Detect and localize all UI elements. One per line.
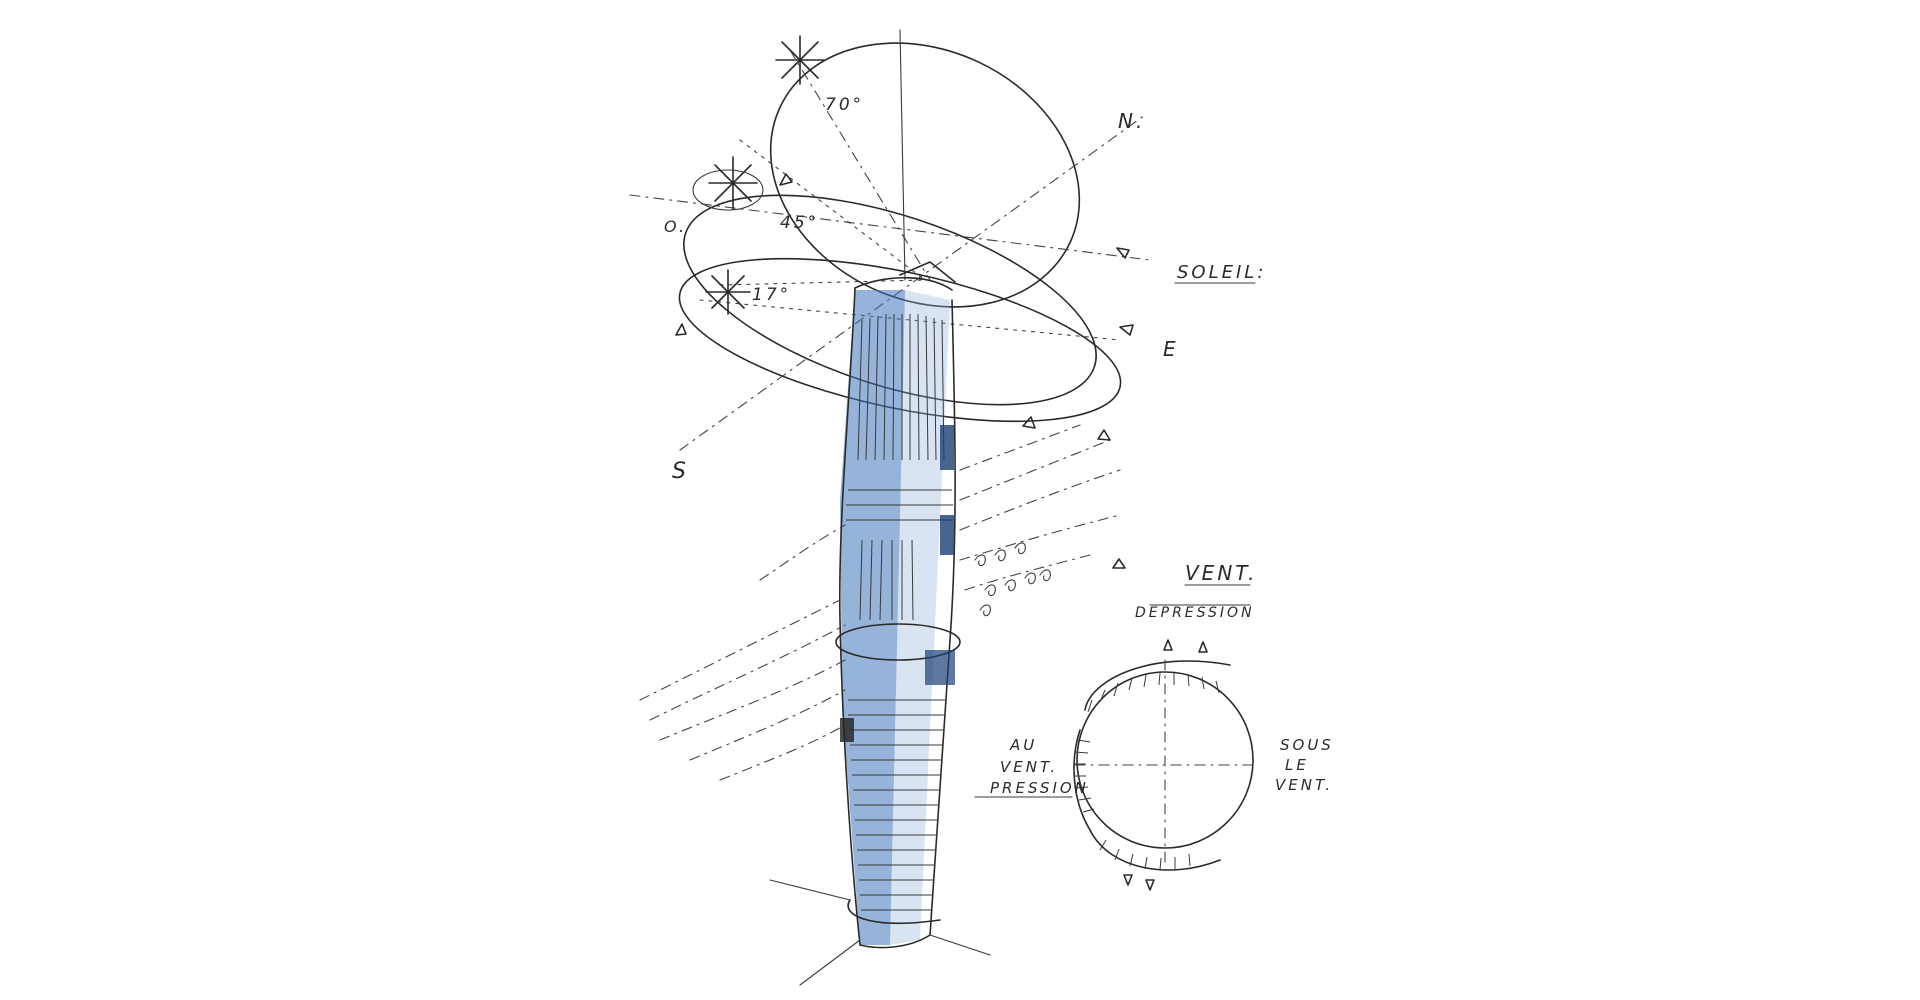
north-label: N. — [1118, 109, 1145, 133]
plan-arrow-icon-bottom-1 — [1145, 879, 1155, 891]
tower-left-edge — [838, 287, 861, 946]
depression-label: DEPRESSION — [1135, 605, 1255, 621]
plan-arrow-icon-top-2 — [1198, 641, 1208, 653]
axis-south-north — [679, 114, 1146, 451]
soleil-label: SOLEIL: — [1177, 262, 1266, 283]
wind-line-10 — [964, 554, 1091, 591]
wind-line-2 — [649, 624, 846, 721]
tower-crown — [899, 261, 956, 283]
arrow-icon-west-2 — [675, 323, 687, 336]
sous-le-vent-label-line1: SOUS — [1280, 736, 1334, 754]
sun-loop-small — [692, 169, 764, 211]
arrow-icon-west — [779, 173, 793, 186]
wind-line-8 — [959, 469, 1121, 531]
pression-label: PRESSION — [990, 779, 1089, 797]
south-label: S — [672, 459, 689, 484]
wind-line-9 — [959, 514, 1121, 561]
axis-dotted-2 — [739, 139, 926, 281]
arrow-icon-south — [1022, 416, 1036, 429]
east-label: E — [1163, 337, 1179, 361]
wind-arrow-icon-1 — [1097, 429, 1111, 441]
arrow-icon-east-1 — [1116, 247, 1130, 259]
tower-dark-accent-1 — [940, 425, 954, 470]
angle-17-label: 17° — [752, 285, 791, 305]
wind-line-3 — [659, 659, 846, 741]
tower-blue-shading — [840, 290, 905, 945]
west-label: O. — [664, 217, 687, 236]
tower-base-ray-left — [799, 939, 861, 986]
tower-top — [854, 276, 953, 291]
tower-dark-accent-2 — [940, 515, 954, 555]
sun-icon-70 — [775, 35, 825, 85]
tower-horizontal-hatching — [846, 489, 953, 911]
wind-plan-diagram — [974, 282, 1256, 891]
depression-band-top — [1084, 660, 1231, 711]
sun-icon-17 — [705, 269, 751, 315]
tower-ring — [835, 623, 961, 661]
tower-base — [859, 934, 931, 949]
wind-line-1 — [639, 599, 841, 701]
plan-arrow-icon-top-1 — [1163, 639, 1173, 651]
pressure-band-left — [1073, 729, 1091, 831]
wind-line-4 — [689, 689, 846, 761]
wind-line-6 — [759, 524, 846, 581]
sun-positions — [705, 35, 825, 315]
angle-70-label: 70° — [825, 95, 864, 115]
wind-line-7 — [959, 439, 1111, 501]
wind-streamlines — [639, 424, 1126, 781]
plan-circle — [1076, 671, 1254, 849]
tower-dark-accent-3 — [925, 650, 955, 685]
arrow-icon-east-2 — [1119, 324, 1134, 336]
tower-right-edge — [929, 299, 956, 936]
au-vent-label-line1: AU — [1009, 736, 1037, 754]
angle-45-label: 45° — [780, 213, 819, 233]
sun-icon-45 — [708, 156, 758, 210]
tower — [769, 261, 991, 986]
axis-vertical-ray — [789, 49, 931, 281]
sketch-labels: 70° 45° 17° N. E S O. SOLEIL: VENT. DEPR… — [664, 95, 1334, 797]
au-vent-label-line2: VENT. — [1000, 758, 1058, 776]
axis-west-east — [629, 194, 1151, 261]
sous-le-vent-label-line2: LE — [1285, 756, 1309, 774]
wind-swirls — [974, 542, 1051, 617]
tower-light-shading — [890, 290, 950, 945]
wind-line-5 — [719, 724, 846, 781]
sun-orbit-ellipse-high — [769, 42, 1081, 308]
wind-line-11 — [959, 424, 1081, 471]
wind-arrow-icon-2 — [1112, 558, 1126, 569]
plan-hatching — [1074, 672, 1220, 871]
tower-ground-curve — [847, 899, 941, 925]
vent-label: VENT. — [1185, 561, 1257, 585]
axis-dotted-3 — [719, 279, 926, 286]
sous-le-vent-label-line3: VENT. — [1275, 776, 1333, 794]
tower-base-ray-right — [929, 934, 991, 956]
tower-base-ray-left-2 — [769, 879, 851, 901]
depression-band-bottom — [1089, 829, 1221, 871]
zenith-line — [899, 29, 906, 281]
plan-arrow-icon-bottom-2 — [1123, 874, 1133, 886]
tower-dark-accent-4 — [840, 718, 854, 742]
axis-dotted-1 — [699, 299, 1121, 341]
